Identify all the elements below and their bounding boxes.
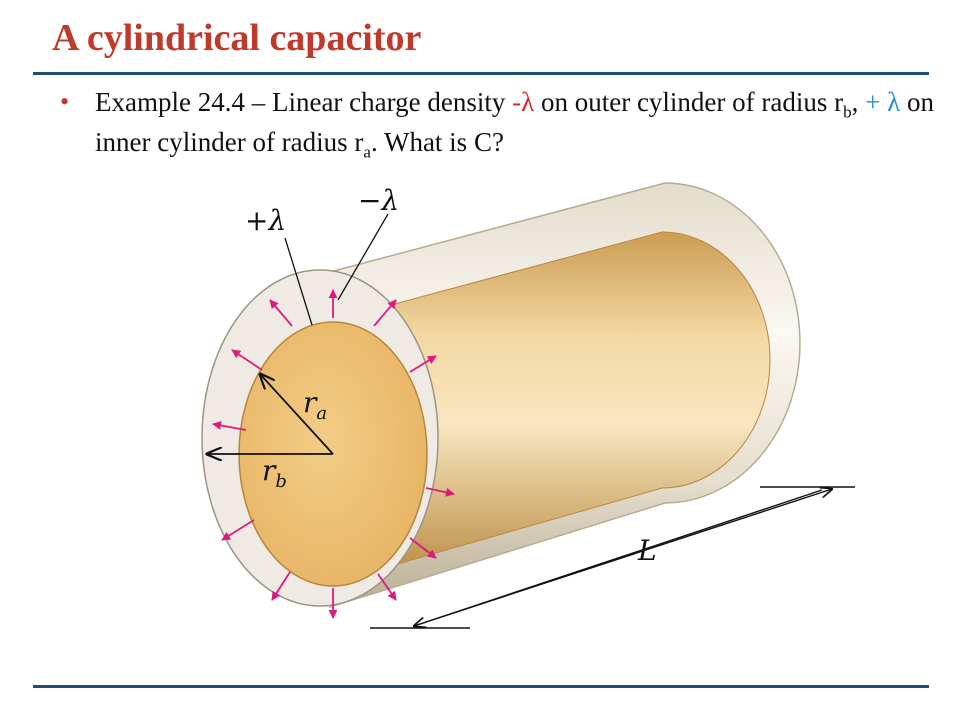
plus-lambda-label: +λ <box>245 204 286 237</box>
positive-lambda: + λ <box>865 87 901 117</box>
bullet-seg-3: , <box>851 87 866 117</box>
field-arrows <box>212 289 455 619</box>
length-dimension <box>370 486 855 629</box>
bullet-icon: • <box>60 87 70 116</box>
cylindrical-capacitor-diagram: +λ −λ ra rb L <box>201 182 855 629</box>
bullet-seg-4: on inner cylinder of radius r <box>95 87 934 157</box>
radius-a-line <box>260 374 334 455</box>
title-divider <box>33 72 929 75</box>
footer-divider <box>33 685 929 688</box>
bullet-text: Example 24.4 – Linear charge density -λ … <box>95 82 940 162</box>
bullet-point: • Example 24.4 – Linear charge density -… <box>60 82 940 162</box>
length-label: L <box>637 534 657 567</box>
subscript-a: a <box>363 142 371 162</box>
radius-b-label: rb <box>262 454 287 492</box>
minus-lambda-label: −λ <box>358 184 399 217</box>
plus-lambda-leader <box>284 237 313 326</box>
radius-a-label: ra <box>303 386 327 424</box>
bullet-seg-2: on outer cylinder of radius r <box>534 87 844 117</box>
slide-title: A cylindrical capacitor <box>52 17 422 59</box>
minus-lambda-leader <box>337 213 389 301</box>
bullet-seg-5: . What is C? <box>370 127 504 157</box>
negative-lambda: -λ <box>512 87 535 117</box>
subscript-b: b <box>843 102 852 122</box>
bullet-seg-1: Example 24.4 – Linear charge density <box>95 87 513 117</box>
inner-cylinder-body <box>334 231 771 583</box>
